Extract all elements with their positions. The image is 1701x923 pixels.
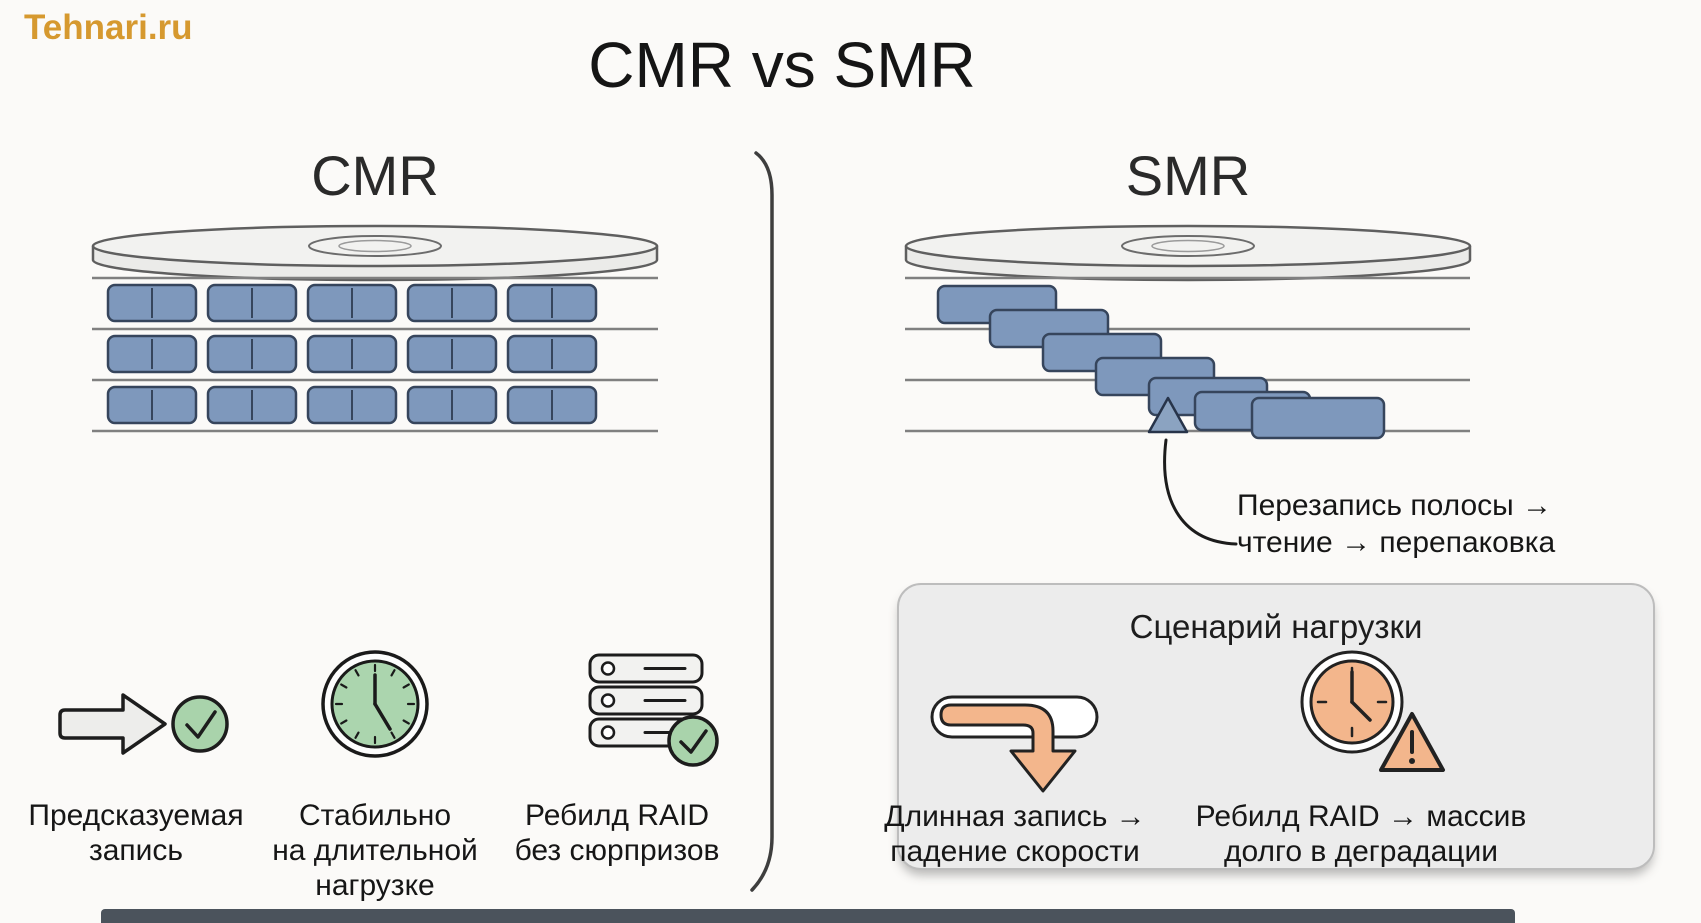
page-title: CMR vs SMR bbox=[588, 29, 976, 101]
load-scenario-title: Сценарий нагрузки bbox=[1129, 608, 1423, 645]
smr-heading: SMR bbox=[1125, 144, 1251, 207]
rewrite-pointer-triangle bbox=[1147, 396, 1189, 434]
scenario-caption-rebuild: Ребилд RAID → массив долго в деградации bbox=[1195, 800, 1527, 868]
bottom-bar bbox=[101, 909, 1515, 923]
annotation-curved-arrow bbox=[1163, 438, 1238, 546]
cmr-platter-tracks-illustration bbox=[91, 224, 659, 433]
smr-platter-shingles-illustration bbox=[904, 224, 1472, 440]
clock-icon bbox=[321, 650, 429, 758]
raid-server-check-icon bbox=[588, 653, 719, 767]
long-write-arrow-icon bbox=[930, 695, 1099, 793]
cmr-heading: CMR bbox=[311, 144, 439, 207]
arrow-right-check-icon bbox=[58, 693, 229, 755]
cmr-caption-predictable-write: Предсказуемая запись bbox=[28, 799, 244, 867]
cmr-caption-raid-rebuild: Ребилд RAID без сюрпризов bbox=[514, 799, 720, 867]
cmr-caption-stable-load: Стабильно на длительной нагрузке bbox=[272, 799, 478, 902]
smr-annotation: Перезапись полосы → чтение → перепаковка bbox=[1237, 489, 1556, 559]
center-divider bbox=[750, 151, 774, 892]
scenario-caption-long-write: Длинная запись → падение скорости bbox=[884, 800, 1146, 868]
site-logo: Tehnari.ru bbox=[24, 8, 193, 47]
clock-warning-icon bbox=[1300, 650, 1445, 772]
